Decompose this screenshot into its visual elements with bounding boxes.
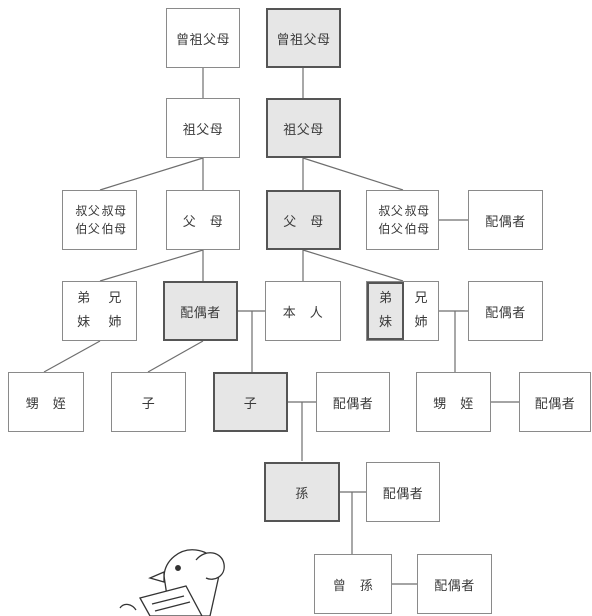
child: 子: [213, 372, 288, 432]
label: 孫: [295, 486, 309, 502]
label: 配偶者: [434, 578, 475, 594]
child-left: 子: [111, 372, 186, 432]
label: 配偶者: [382, 486, 424, 502]
spouse-great-grandchild: 配偶者: [417, 554, 492, 614]
label: 本 人: [282, 305, 324, 321]
label: 配偶者: [332, 396, 374, 412]
label: 叔母: [404, 204, 430, 218]
parents-right: 父 母: [266, 190, 341, 250]
label: 配偶者: [485, 305, 526, 321]
label: 曾 孫: [332, 578, 374, 594]
label: 父 母: [182, 214, 224, 230]
label: 兄: [414, 291, 428, 306]
nephew-niece-right: 甥 姪: [416, 372, 491, 432]
label: 配偶者: [180, 305, 221, 321]
label: 妹: [379, 315, 393, 330]
label: 叔父: [75, 204, 101, 218]
great-grandparents-right: 曾祖父母: [266, 8, 341, 68]
label: 祖父母: [182, 122, 224, 138]
label: 配偶者: [534, 396, 576, 412]
grandparents-left: 祖父母: [166, 98, 240, 158]
spouse-child: 配偶者: [316, 372, 390, 432]
label: 妹: [77, 315, 91, 330]
label: 曾祖父母: [175, 32, 230, 48]
spouse-uncle: 配偶者: [468, 190, 543, 250]
label: 弟: [77, 291, 91, 306]
great-grandchild: 曾 孫: [314, 554, 392, 614]
label: 叔父: [378, 204, 404, 218]
label: 叔母: [101, 204, 127, 218]
label: 伯母: [101, 222, 127, 236]
label: 伯父: [75, 222, 101, 236]
bird-illustration: [119, 549, 225, 616]
self: 本 人: [265, 281, 341, 341]
nephew-niece-left: 甥 姪: [8, 372, 84, 432]
label: 弟: [379, 291, 393, 306]
label: 甥 姪: [433, 396, 474, 412]
label: 配偶者: [485, 214, 526, 230]
spouse-nephew: 配偶者: [519, 372, 591, 432]
label: 曾祖父母: [276, 32, 331, 48]
siblings-right-older: 兄 姉: [404, 282, 438, 340]
label: 甥 姪: [25, 396, 67, 412]
spouse-grandchild: 配偶者: [366, 462, 440, 522]
uncle-aunt-right: 叔父 叔母 伯父 伯母: [366, 190, 439, 250]
spouse-sibling: 配偶者: [468, 281, 543, 341]
siblings-right-younger: 弟 妹: [367, 282, 405, 340]
label: 伯母: [404, 222, 430, 236]
label: 子: [243, 396, 258, 412]
grandparents-right: 祖父母: [266, 98, 341, 158]
siblings-right: 弟 妹 兄 姉: [366, 281, 439, 341]
label: 祖父母: [283, 122, 324, 138]
label: 子: [141, 396, 156, 412]
spouse-self: 配偶者: [163, 281, 238, 341]
uncle-aunt-left: 叔父 叔母 伯父 伯母: [62, 190, 137, 250]
parents-left: 父 母: [166, 190, 240, 250]
label: 姉: [108, 315, 122, 330]
great-grandparents-left: 曾祖父母: [166, 8, 240, 68]
grandchild: 孫: [264, 462, 340, 522]
siblings-left: 弟 兄 妹 姉: [62, 281, 137, 341]
label: 伯父: [378, 222, 404, 236]
label: 父 母: [283, 214, 324, 230]
label: 姉: [414, 315, 428, 330]
label: 兄: [108, 291, 122, 306]
